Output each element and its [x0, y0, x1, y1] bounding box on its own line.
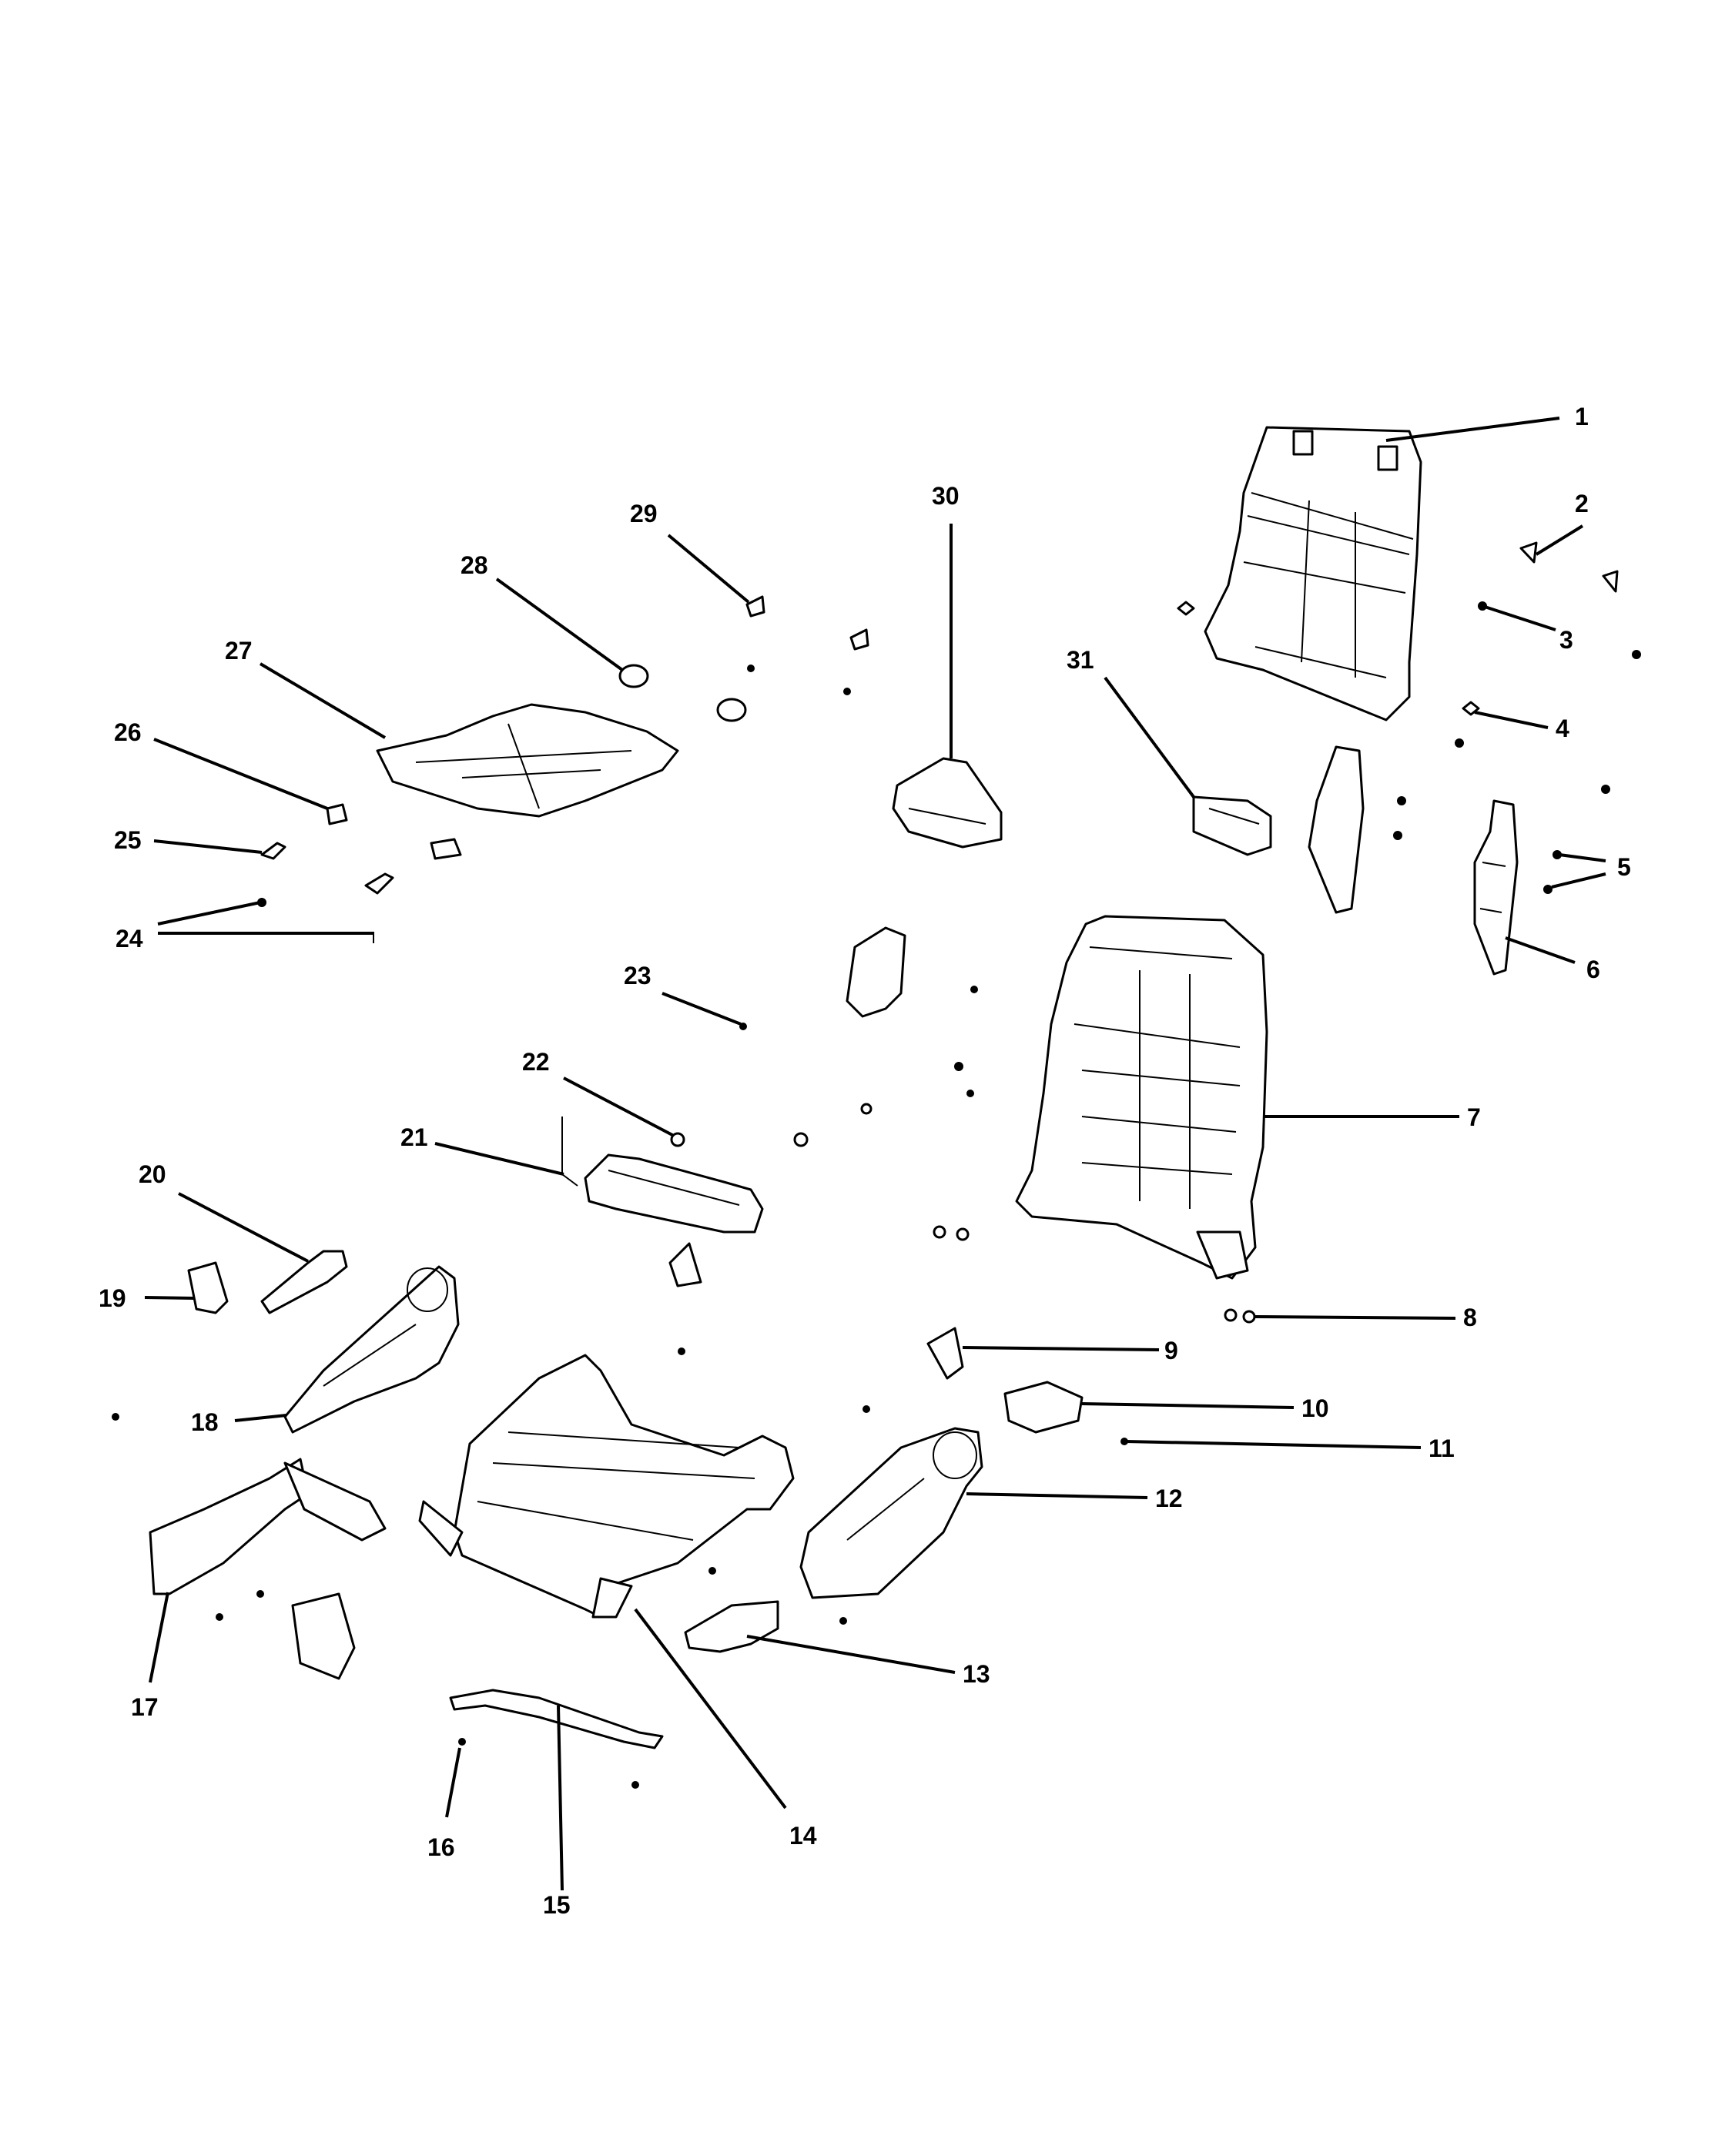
- leader-31: [1104, 676, 1195, 798]
- part-12-side-shield: [799, 1427, 983, 1599]
- part-27-seat-cushion-pan: [376, 703, 679, 818]
- part-25-hook: [260, 842, 394, 895]
- leader-3: [1482, 604, 1556, 631]
- callout-18: 18: [191, 1408, 219, 1436]
- part-17-lower-panel: [149, 1458, 387, 1680]
- part-14-seat-track-frame: [418, 1354, 795, 1619]
- leader-14: [634, 1608, 787, 1810]
- callout-28: 28: [461, 551, 488, 579]
- callout-19: 19: [99, 1284, 126, 1312]
- misc-fasteners: [112, 665, 978, 1625]
- callout-9: 9: [1164, 1337, 1178, 1364]
- armrest-part: [846, 926, 906, 1018]
- leader-6: [1505, 936, 1576, 964]
- callout-23: 23: [624, 962, 651, 989]
- leader-9: [962, 1346, 1160, 1351]
- leader-2: [1535, 524, 1584, 556]
- leader-16: [445, 1747, 461, 1818]
- callout-10: 10: [1301, 1394, 1329, 1422]
- leader-24a: [157, 901, 261, 926]
- part-29-clip: [745, 595, 869, 651]
- part-20-lever: [260, 1250, 348, 1314]
- part-8-clips: [1224, 1308, 1256, 1324]
- part-19-bracket: [187, 1261, 229, 1314]
- part-18-side-shield: [283, 1265, 460, 1434]
- callout-27: 27: [225, 637, 253, 665]
- part-24-pins: [257, 898, 374, 943]
- callout-7: 7: [1467, 1103, 1481, 1131]
- leader-19: [144, 1296, 195, 1300]
- callout-24: 24: [116, 925, 143, 952]
- part-31-bracket: [1192, 795, 1272, 856]
- leader-20: [178, 1192, 309, 1263]
- leader-27: [259, 662, 387, 739]
- leader-18: [234, 1414, 287, 1422]
- callout-8: 8: [1463, 1304, 1477, 1331]
- leader-26: [153, 738, 328, 810]
- bracket-near-27: [430, 838, 462, 860]
- leader-29: [667, 534, 750, 604]
- part-15-cross-bar: [449, 1689, 664, 1749]
- leader-17: [149, 1592, 169, 1683]
- callout-13: 13: [963, 1660, 990, 1688]
- callout-11: 11: [1429, 1435, 1455, 1462]
- callout-numbers: 1 2 3 4 5 6 7 8 9 10 11 12 13 14 15 16 1…: [99, 403, 1631, 1919]
- side-rail-left-of-6: [1308, 745, 1365, 914]
- leader-11: [1125, 1440, 1422, 1449]
- part-2-clips: [1519, 541, 1619, 593]
- bracket-under-21: [668, 1242, 702, 1287]
- part-10-bracket: [1003, 1381, 1084, 1434]
- callout-21: 21: [400, 1123, 428, 1151]
- part-16-screws: [458, 1738, 639, 1789]
- leader-22: [563, 1076, 675, 1137]
- leader-25: [153, 839, 263, 854]
- callout-30: 30: [932, 482, 960, 510]
- part-22-nut: [670, 1132, 809, 1147]
- leader-4: [1474, 711, 1549, 729]
- callout-16: 16: [427, 1833, 455, 1861]
- leader-lines: [144, 417, 1606, 1891]
- callout-22: 22: [522, 1048, 550, 1076]
- leader-21: [434, 1142, 564, 1176]
- leader-28: [495, 578, 624, 671]
- leader-5a: [1559, 853, 1606, 862]
- callout-4: 4: [1556, 715, 1569, 742]
- callout-1: 1: [1575, 403, 1589, 430]
- callout-29: 29: [630, 500, 658, 527]
- part-7-seat-back-frame: [1015, 915, 1268, 1280]
- part-26-clip: [326, 803, 348, 825]
- leader-15: [557, 1705, 564, 1891]
- leader-10: [1081, 1402, 1295, 1409]
- leader-13: [746, 1635, 956, 1674]
- callout-3: 3: [1559, 626, 1573, 654]
- callout-25: 25: [114, 826, 142, 854]
- leader-12: [966, 1492, 1148, 1499]
- callout-20: 20: [139, 1160, 166, 1188]
- part-6-side-bracket: [1473, 799, 1519, 976]
- callout-17: 17: [131, 1693, 159, 1721]
- callout-26: 26: [114, 718, 142, 746]
- callout-31: 31: [1067, 646, 1094, 674]
- callout-14: 14: [789, 1822, 817, 1850]
- callout-12: 12: [1155, 1485, 1183, 1512]
- part-28-bushing: [618, 664, 747, 722]
- part-1-seat-back-panel: [1204, 426, 1422, 721]
- leader-23: [662, 992, 742, 1026]
- part-21-tube-assembly: [561, 1116, 764, 1234]
- part-30-center-bracket: [892, 757, 1003, 849]
- part-9-bracket: [926, 1327, 964, 1380]
- leader-8: [1254, 1315, 1456, 1320]
- part-13-bracket: [684, 1600, 779, 1653]
- leader-5b: [1551, 872, 1606, 889]
- callout-2: 2: [1575, 490, 1589, 517]
- callout-5: 5: [1617, 853, 1631, 881]
- parts-artwork: [112, 426, 1641, 1789]
- leader-1: [1385, 417, 1560, 442]
- callout-15: 15: [543, 1891, 571, 1919]
- part-23-screw: [739, 1023, 747, 1030]
- part-4-fasteners: [1177, 601, 1480, 748]
- callout-6: 6: [1586, 956, 1600, 983]
